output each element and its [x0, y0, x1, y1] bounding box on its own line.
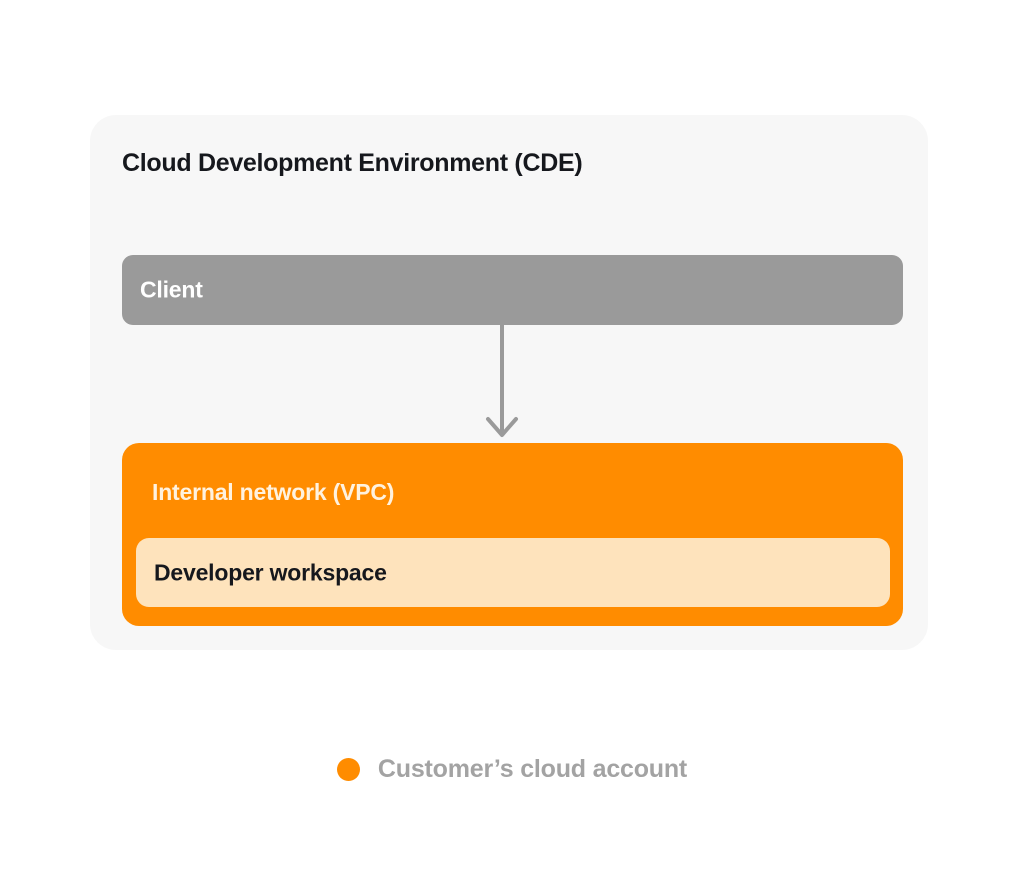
developer-workspace-label: Developer workspace: [154, 559, 387, 585]
cde-title: Cloud Development Environment (CDE): [122, 149, 583, 177]
cde-card: Cloud Development Environment (CDE) Clie…: [90, 115, 928, 650]
client-label: Client: [140, 276, 203, 303]
legend-item-label: Customer’s cloud account: [377, 755, 688, 783]
client-box: Client: [122, 255, 903, 325]
legend-dot-icon: [336, 758, 360, 781]
arrow-down-icon: [481, 323, 523, 445]
legend: Customer’s cloud account: [0, 755, 1024, 784]
vpc-box: Internal network (VPC) Developer workspa…: [122, 443, 903, 626]
developer-workspace-box: Developer workspace: [136, 538, 890, 607]
vpc-label: Internal network (VPC): [152, 479, 395, 505]
